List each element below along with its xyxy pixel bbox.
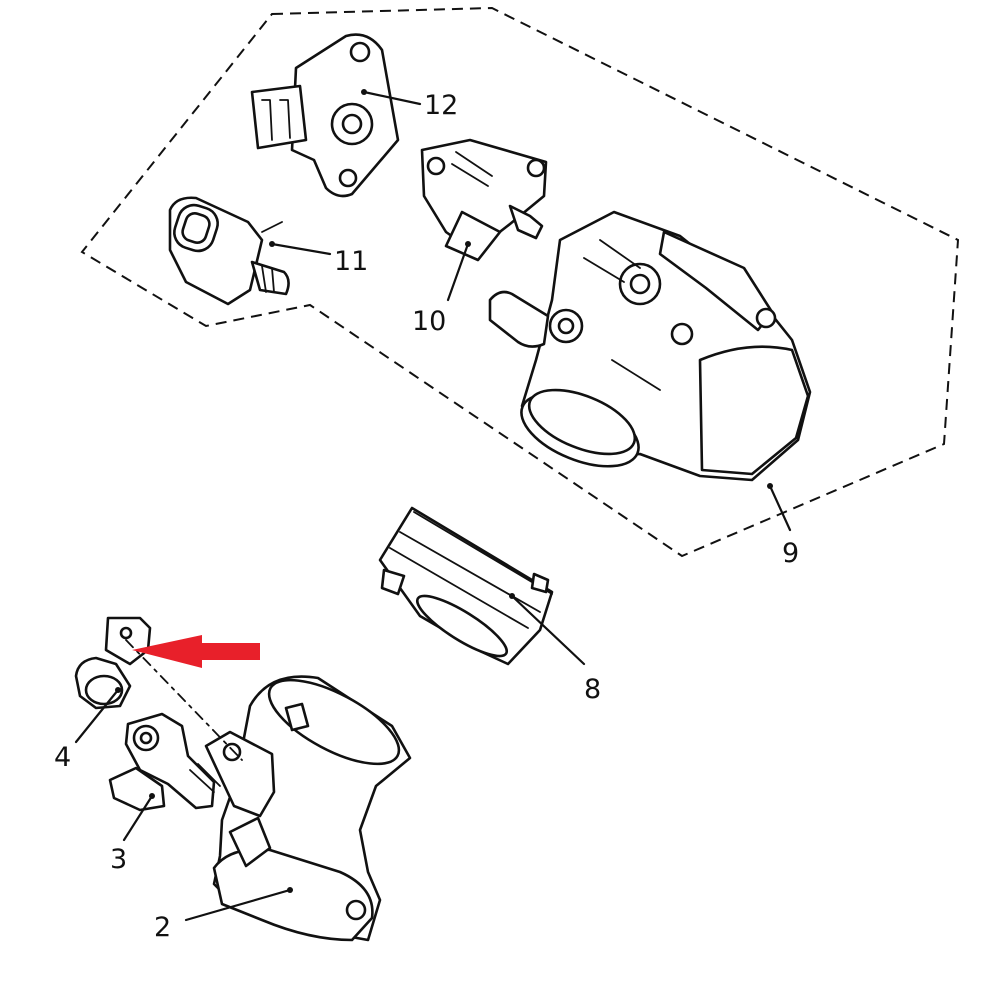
part-8-rubber-coupling[interactable] <box>378 506 554 666</box>
part-11-throttle-position-sensor[interactable] <box>250 33 400 198</box>
callout-9: 9 <box>782 538 799 569</box>
alignment-line <box>125 639 243 761</box>
callout-3: 3 <box>110 844 127 875</box>
assembly-boundary <box>80 6 960 558</box>
part-10-idle-control-valve[interactable] <box>420 138 548 262</box>
callout-10: 10 <box>412 306 446 337</box>
callout-12: 11 <box>334 246 368 277</box>
callout-labels: 12 11 10 9 8 4 3 2 <box>54 90 799 943</box>
part-3-injector[interactable] <box>108 712 221 812</box>
leader-lines <box>74 89 792 922</box>
callout-4: 4 <box>54 742 71 773</box>
part-12-air-sensor[interactable] <box>168 196 290 306</box>
callout-11: 12 <box>424 90 458 121</box>
part-9-throttle-body[interactable] <box>488 210 812 482</box>
red-arrow-indicator <box>132 635 260 668</box>
callout-2: 2 <box>154 912 171 943</box>
part-2-intake-manifold[interactable] <box>204 663 412 942</box>
callout-8: 8 <box>584 674 601 705</box>
